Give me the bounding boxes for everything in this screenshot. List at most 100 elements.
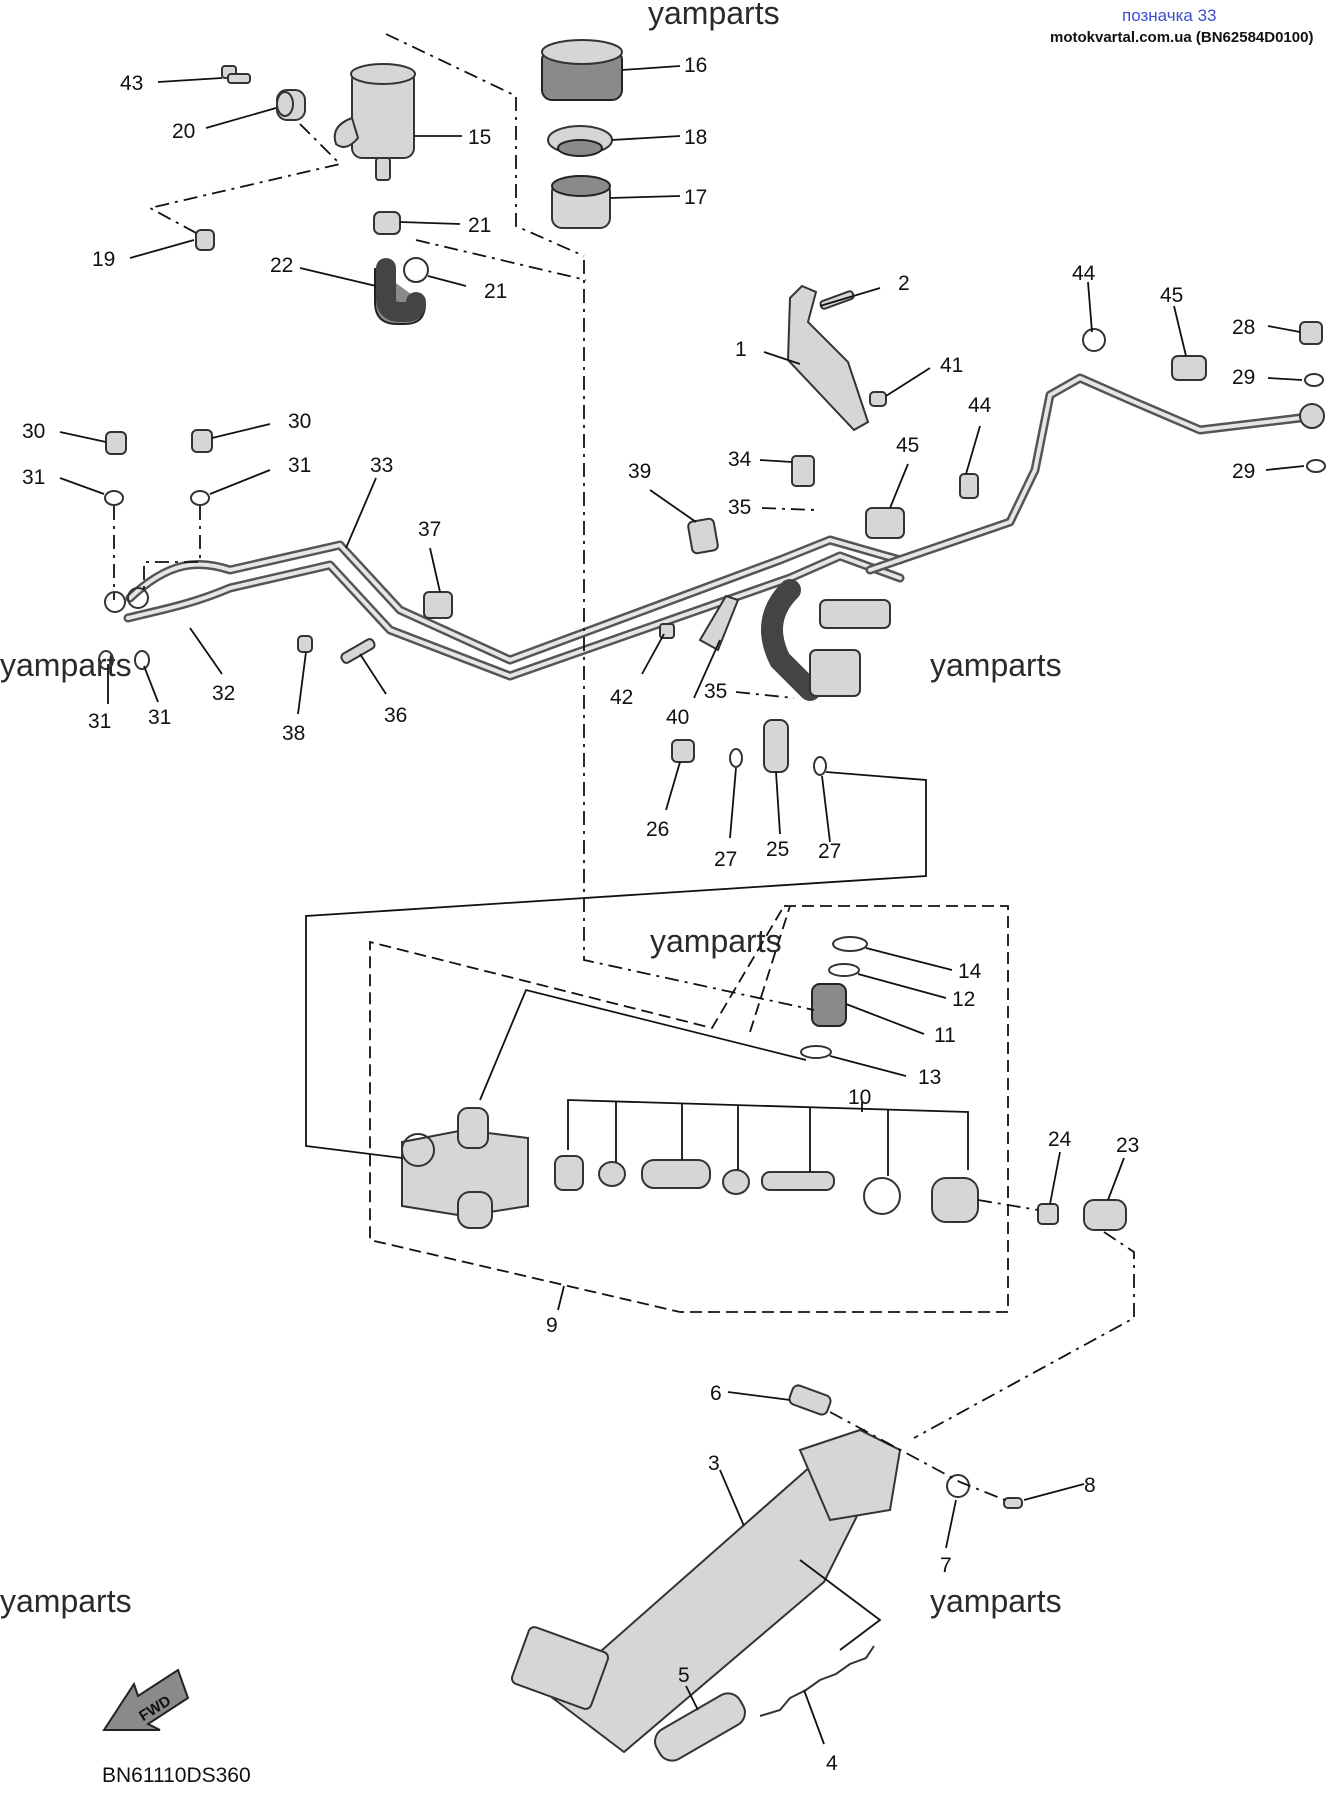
clamp-36: [340, 638, 376, 664]
o-ring-13: [800, 1045, 832, 1059]
clamp-44-upper: [1082, 328, 1106, 352]
callout-44: 44: [968, 394, 992, 417]
assembly-box-9-side: [749, 905, 791, 1033]
callout-2: 2: [898, 272, 910, 295]
nut-24: [1037, 1203, 1059, 1225]
joint-block: [809, 649, 861, 697]
callout-28: 28: [1232, 316, 1255, 339]
leader-33: [345, 477, 377, 549]
kit-spring: [554, 1155, 584, 1191]
leader-20: [205, 107, 277, 129]
bolt-28: [1299, 321, 1323, 345]
kit-10-bracket: [567, 1099, 969, 1170]
leader-6: [727, 1391, 791, 1401]
dash-reservoir-to-mc: [583, 260, 815, 1011]
callout-31: 31: [88, 710, 111, 733]
joint-hose: [761, 579, 821, 701]
leader-29-upper: [1267, 377, 1303, 381]
dash-hose-clip: [415, 239, 587, 281]
line-pedal-spring: [799, 1559, 882, 1651]
callout-11: 11: [934, 1024, 956, 1047]
bolt-41: [869, 391, 887, 407]
leader-31-d: [143, 665, 159, 703]
diagram-code: BN61110DS360: [102, 1764, 251, 1787]
washer-29-upper: [1304, 373, 1324, 387]
kit-boot: [931, 1177, 979, 1223]
washer-31-c: [98, 650, 114, 670]
leader-12: [857, 973, 947, 999]
callout-42: 42: [610, 686, 633, 709]
washer-27-right: [813, 756, 827, 776]
callout-30: 30: [288, 410, 311, 433]
washer-27-left: [729, 748, 743, 768]
leader-26: [665, 761, 681, 811]
bracket-1: [786, 284, 870, 432]
callout-20: 20: [172, 120, 195, 143]
leader-23: [1107, 1157, 1125, 1201]
callout-45: 45: [896, 434, 919, 457]
bolt-6: [788, 1384, 832, 1416]
fwd-arrow-icon: [102, 1668, 190, 1731]
leader-30-left: [59, 431, 107, 443]
leader-24: [1049, 1151, 1061, 1205]
brake-pedal-3-pivot: [798, 1428, 902, 1522]
union-34: [791, 455, 815, 487]
watermark: yamparts: [0, 1583, 132, 1619]
callout-35: 35: [704, 680, 727, 703]
clip-21-lower: [403, 257, 429, 283]
leader-38: [297, 651, 307, 715]
callout-41: 41: [940, 354, 963, 377]
leader-36: [359, 653, 387, 695]
header-source: motokvartal.com.ua (BN62584D0100): [1050, 29, 1313, 46]
dash-kit-nut: [977, 1199, 1039, 1211]
callout-6: 6: [710, 1382, 722, 1405]
leader-44-lower: [965, 425, 981, 475]
leader-34: [759, 459, 793, 463]
dash-35-upper: [761, 507, 817, 511]
bolt-30-left: [105, 431, 127, 455]
callout-7: 7: [940, 1554, 952, 1577]
callout-21: 21: [468, 214, 491, 237]
callout-18: 18: [684, 126, 707, 149]
callout-43: 43: [120, 72, 143, 95]
callout-22: 22: [270, 254, 293, 277]
banjo-25: [763, 719, 789, 773]
clamp-37: [423, 591, 453, 619]
leader-28: [1267, 325, 1301, 333]
leader-31-a: [59, 477, 105, 495]
leader-27-right: [821, 775, 831, 843]
cap-14: [832, 936, 868, 952]
callout-32: 32: [212, 682, 235, 705]
fwd-arrow: FWD: [102, 1668, 190, 1731]
leader-37: [429, 547, 441, 593]
line-pipe-to-mc: [305, 771, 927, 1159]
leader-45-upper: [1173, 305, 1187, 357]
callout-36: 36: [384, 704, 407, 727]
dash-35-lower: [735, 691, 795, 699]
kit-circlip: [863, 1177, 901, 1215]
diaphragm-18-inner: [557, 139, 603, 157]
callout-3: 3: [708, 1452, 720, 1475]
bracket-40: [698, 594, 740, 652]
bolt-43-shank: [227, 73, 251, 84]
cotter-pin-8: [1003, 1497, 1023, 1509]
dash-bolt-pin: [829, 1411, 1011, 1503]
callout-40: 40: [666, 706, 689, 729]
leader-14: [865, 947, 953, 971]
callout-27: 27: [714, 848, 737, 871]
kit-cup: [598, 1161, 626, 1187]
leader-19: [129, 239, 195, 259]
leader-18: [611, 135, 681, 141]
brake-pipes: [104, 373, 1325, 701]
pedal-rubber-5: [654, 1692, 746, 1762]
callout-25: 25: [766, 838, 789, 861]
leader-29-lower: [1265, 465, 1305, 471]
callout-14: 14: [958, 960, 982, 983]
line-mc-inlet: [479, 988, 807, 1101]
leader-45-lower: [889, 463, 909, 509]
leader-25: [775, 771, 781, 835]
hose-22-body: [376, 258, 426, 322]
leader-30-right: [211, 423, 271, 439]
header-label: позначка 33: [1122, 6, 1217, 25]
